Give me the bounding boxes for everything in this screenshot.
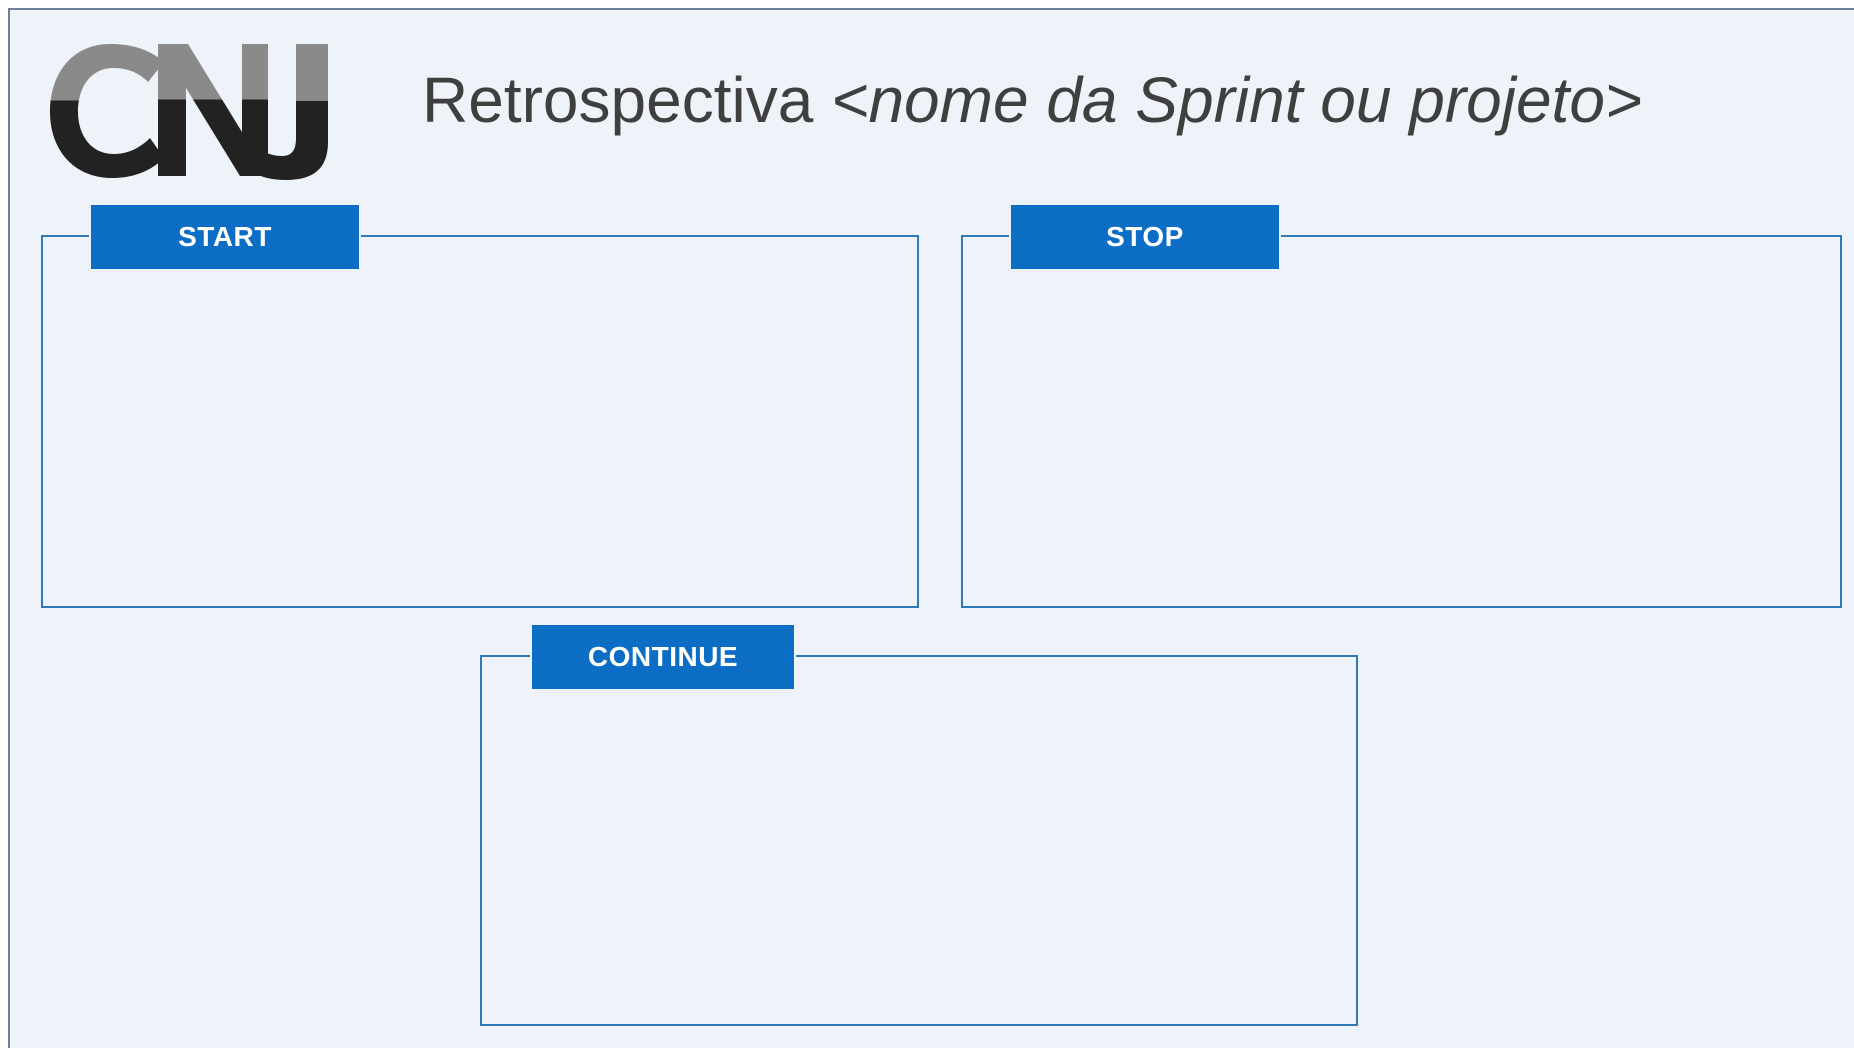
title-placeholder: <nome da Sprint ou projeto>: [831, 64, 1643, 136]
continue-panel-body[interactable]: [482, 691, 1356, 1024]
stop-panel[interactable]: STOP: [961, 203, 1842, 608]
stop-panel-body[interactable]: [963, 271, 1840, 606]
continue-label: CONTINUE: [530, 623, 796, 691]
continue-panel[interactable]: CONTINUE: [480, 623, 1358, 1026]
stop-label: STOP: [1009, 203, 1281, 271]
cnj-logo: [46, 30, 342, 190]
cnj-logo-icon: [50, 44, 328, 180]
page-title: Retrospectiva <nome da Sprint ou projeto…: [422, 68, 1642, 132]
start-panel[interactable]: START: [41, 203, 919, 608]
slide: Retrospectiva <nome da Sprint ou projeto…: [8, 8, 1854, 1048]
start-panel-body[interactable]: [43, 271, 917, 606]
start-label: START: [89, 203, 361, 271]
title-main: Retrospectiva: [422, 64, 832, 136]
